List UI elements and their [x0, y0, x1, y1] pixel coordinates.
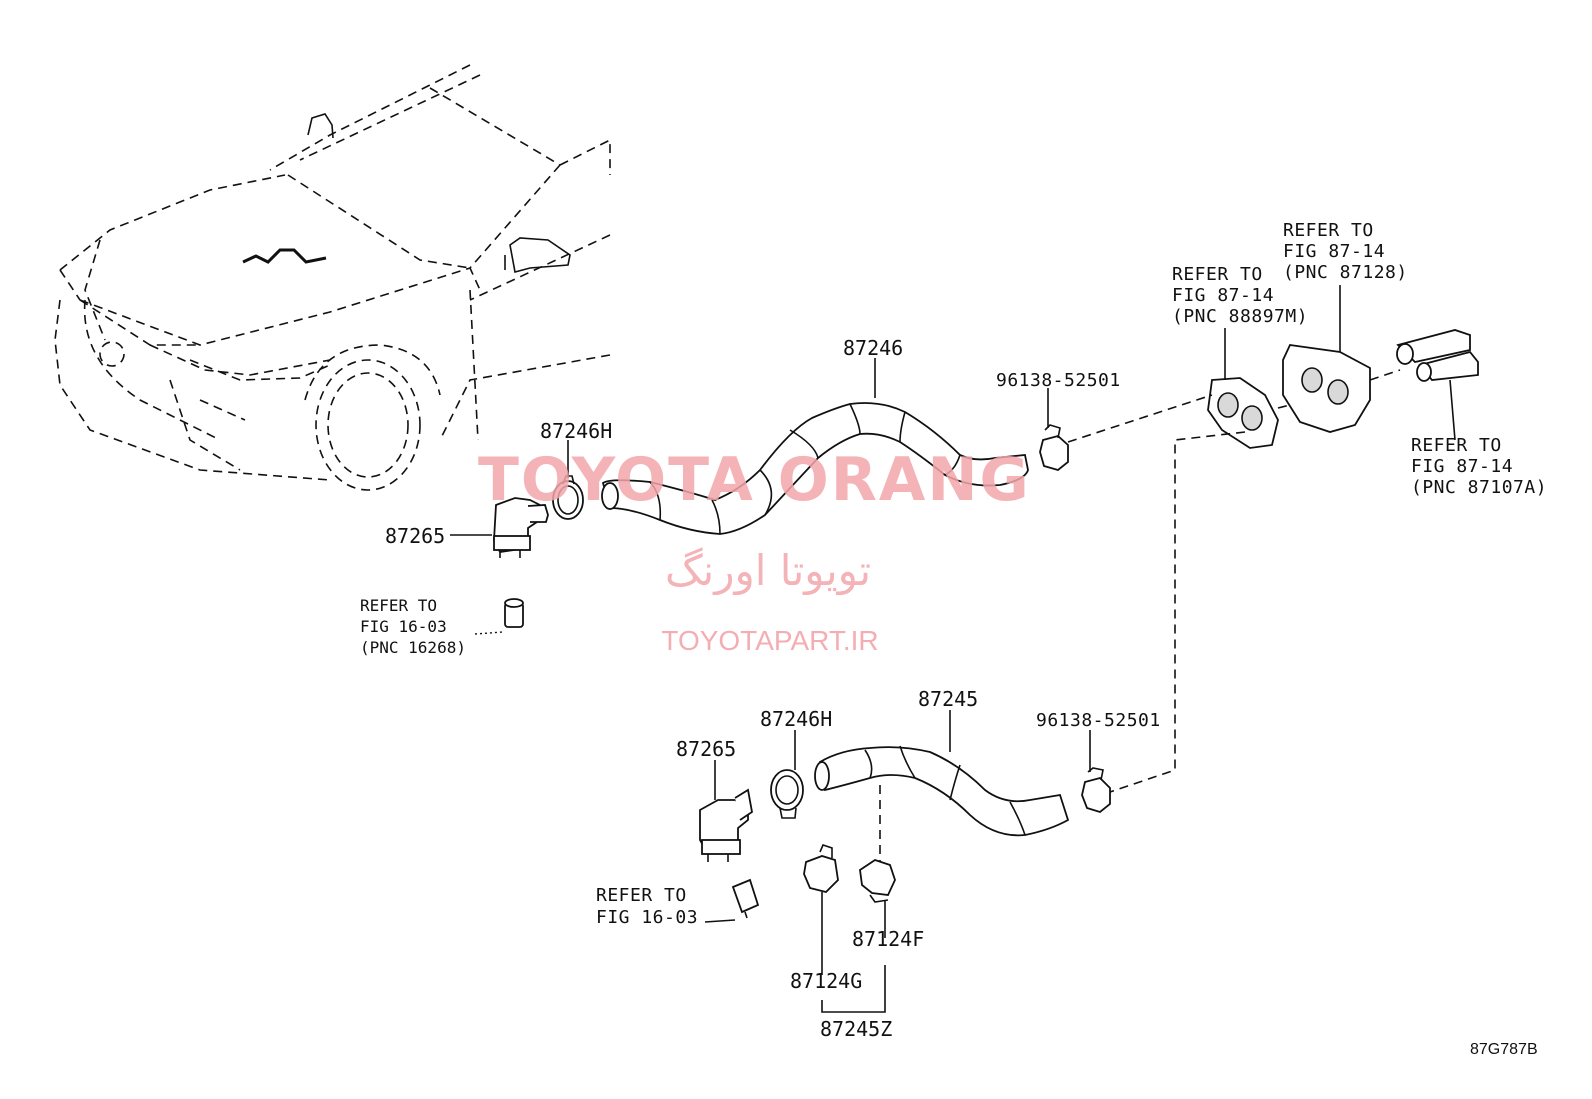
upper-water-valve [493, 497, 549, 558]
ref-88897m-line2: FIG 87-14 [1172, 285, 1274, 306]
lower-hose-clamp [770, 769, 804, 819]
ref-87128[interactable]: REFER TO FIG 87-14 (PNC 87128) [1283, 220, 1408, 283]
ref-16268-line1: REFER TO [360, 596, 437, 615]
watermark: TOYOTA ORANG تویوتا اورنگ TOYOTAPART.IR [478, 445, 1031, 656]
ref-87128-line1: REFER TO [1283, 220, 1374, 241]
clamp-87124F [859, 859, 896, 903]
ref-16268-line3: (PNC 16268) [360, 638, 466, 657]
label-87246H-upper[interactable]: 87246H [540, 419, 612, 443]
figure-code: 87G787B [1470, 1041, 1538, 1058]
lower-water-valve [699, 788, 753, 862]
clamp-87124G [803, 844, 839, 893]
ref-87128-line2: FIG 87-14 [1283, 241, 1385, 262]
watermark-brand: TOYOTA ORANG [478, 445, 1031, 515]
ref-87107a-line1: REFER TO [1411, 435, 1502, 456]
ref-1603[interactable]: REFER TO FIG 16-03 [596, 885, 698, 928]
ref-87107a[interactable]: REFER TO FIG 87-14 (PNC 87107A) [1411, 435, 1547, 498]
lower-heater-hose [814, 745, 1070, 837]
part-labels: 87246 96138-52501 87246H 87265 87245 961… [385, 336, 1538, 1058]
ref-16268-line2: FIG 16-03 [360, 617, 447, 636]
upper-clip-96138 [1039, 424, 1069, 471]
ref-88897m-line1: REFER TO [1172, 264, 1263, 285]
ref-87128-line3: (PNC 87128) [1283, 262, 1408, 283]
label-87265-upper[interactable]: 87265 [385, 524, 445, 548]
label-87246[interactable]: 87246 [843, 336, 903, 360]
upper-sensor-part [504, 598, 524, 628]
ref-87107a-line3: (PNC 87107A) [1411, 477, 1547, 498]
leader-lines [450, 285, 1456, 1013]
label-96138-upper[interactable]: 96138-52501 [996, 370, 1121, 391]
label-96138-lower[interactable]: 96138-52501 [1036, 710, 1161, 731]
label-87245Z[interactable]: 87245Z [820, 1017, 892, 1041]
label-87124G[interactable]: 87124G [790, 969, 862, 993]
upper-heater-hose [601, 402, 1029, 535]
lower-sensor-part [731, 878, 760, 919]
ref-16268[interactable]: REFER TO FIG 16-03 (PNC 16268) [360, 596, 466, 657]
label-87124F[interactable]: 87124F [852, 927, 924, 951]
heater-gasket [1207, 377, 1279, 449]
lower-clip-96138 [1081, 767, 1111, 814]
label-87246H-lower[interactable]: 87246H [760, 707, 832, 731]
upper-hose-clamp [552, 475, 584, 520]
ref-88897m-line3: (PNC 88897M) [1172, 306, 1308, 327]
label-87265-lower[interactable]: 87265 [676, 737, 736, 761]
label-87245[interactable]: 87245 [918, 687, 978, 711]
car-outline-illustration [54, 64, 611, 491]
heater-unit-plate [1282, 344, 1371, 433]
watermark-brand-fa: تویوتا اورنگ [665, 546, 871, 595]
ref-1603-line2: FIG 16-03 [596, 907, 698, 928]
ref-1603-line1: REFER TO [596, 885, 687, 906]
ref-88897m[interactable]: REFER TO FIG 87-14 (PNC 88897M) [1172, 264, 1308, 327]
ref-87107a-line2: FIG 87-14 [1411, 456, 1513, 477]
heater-pipes [1396, 329, 1479, 382]
watermark-url: TOYOTAPART.IR [661, 625, 878, 656]
